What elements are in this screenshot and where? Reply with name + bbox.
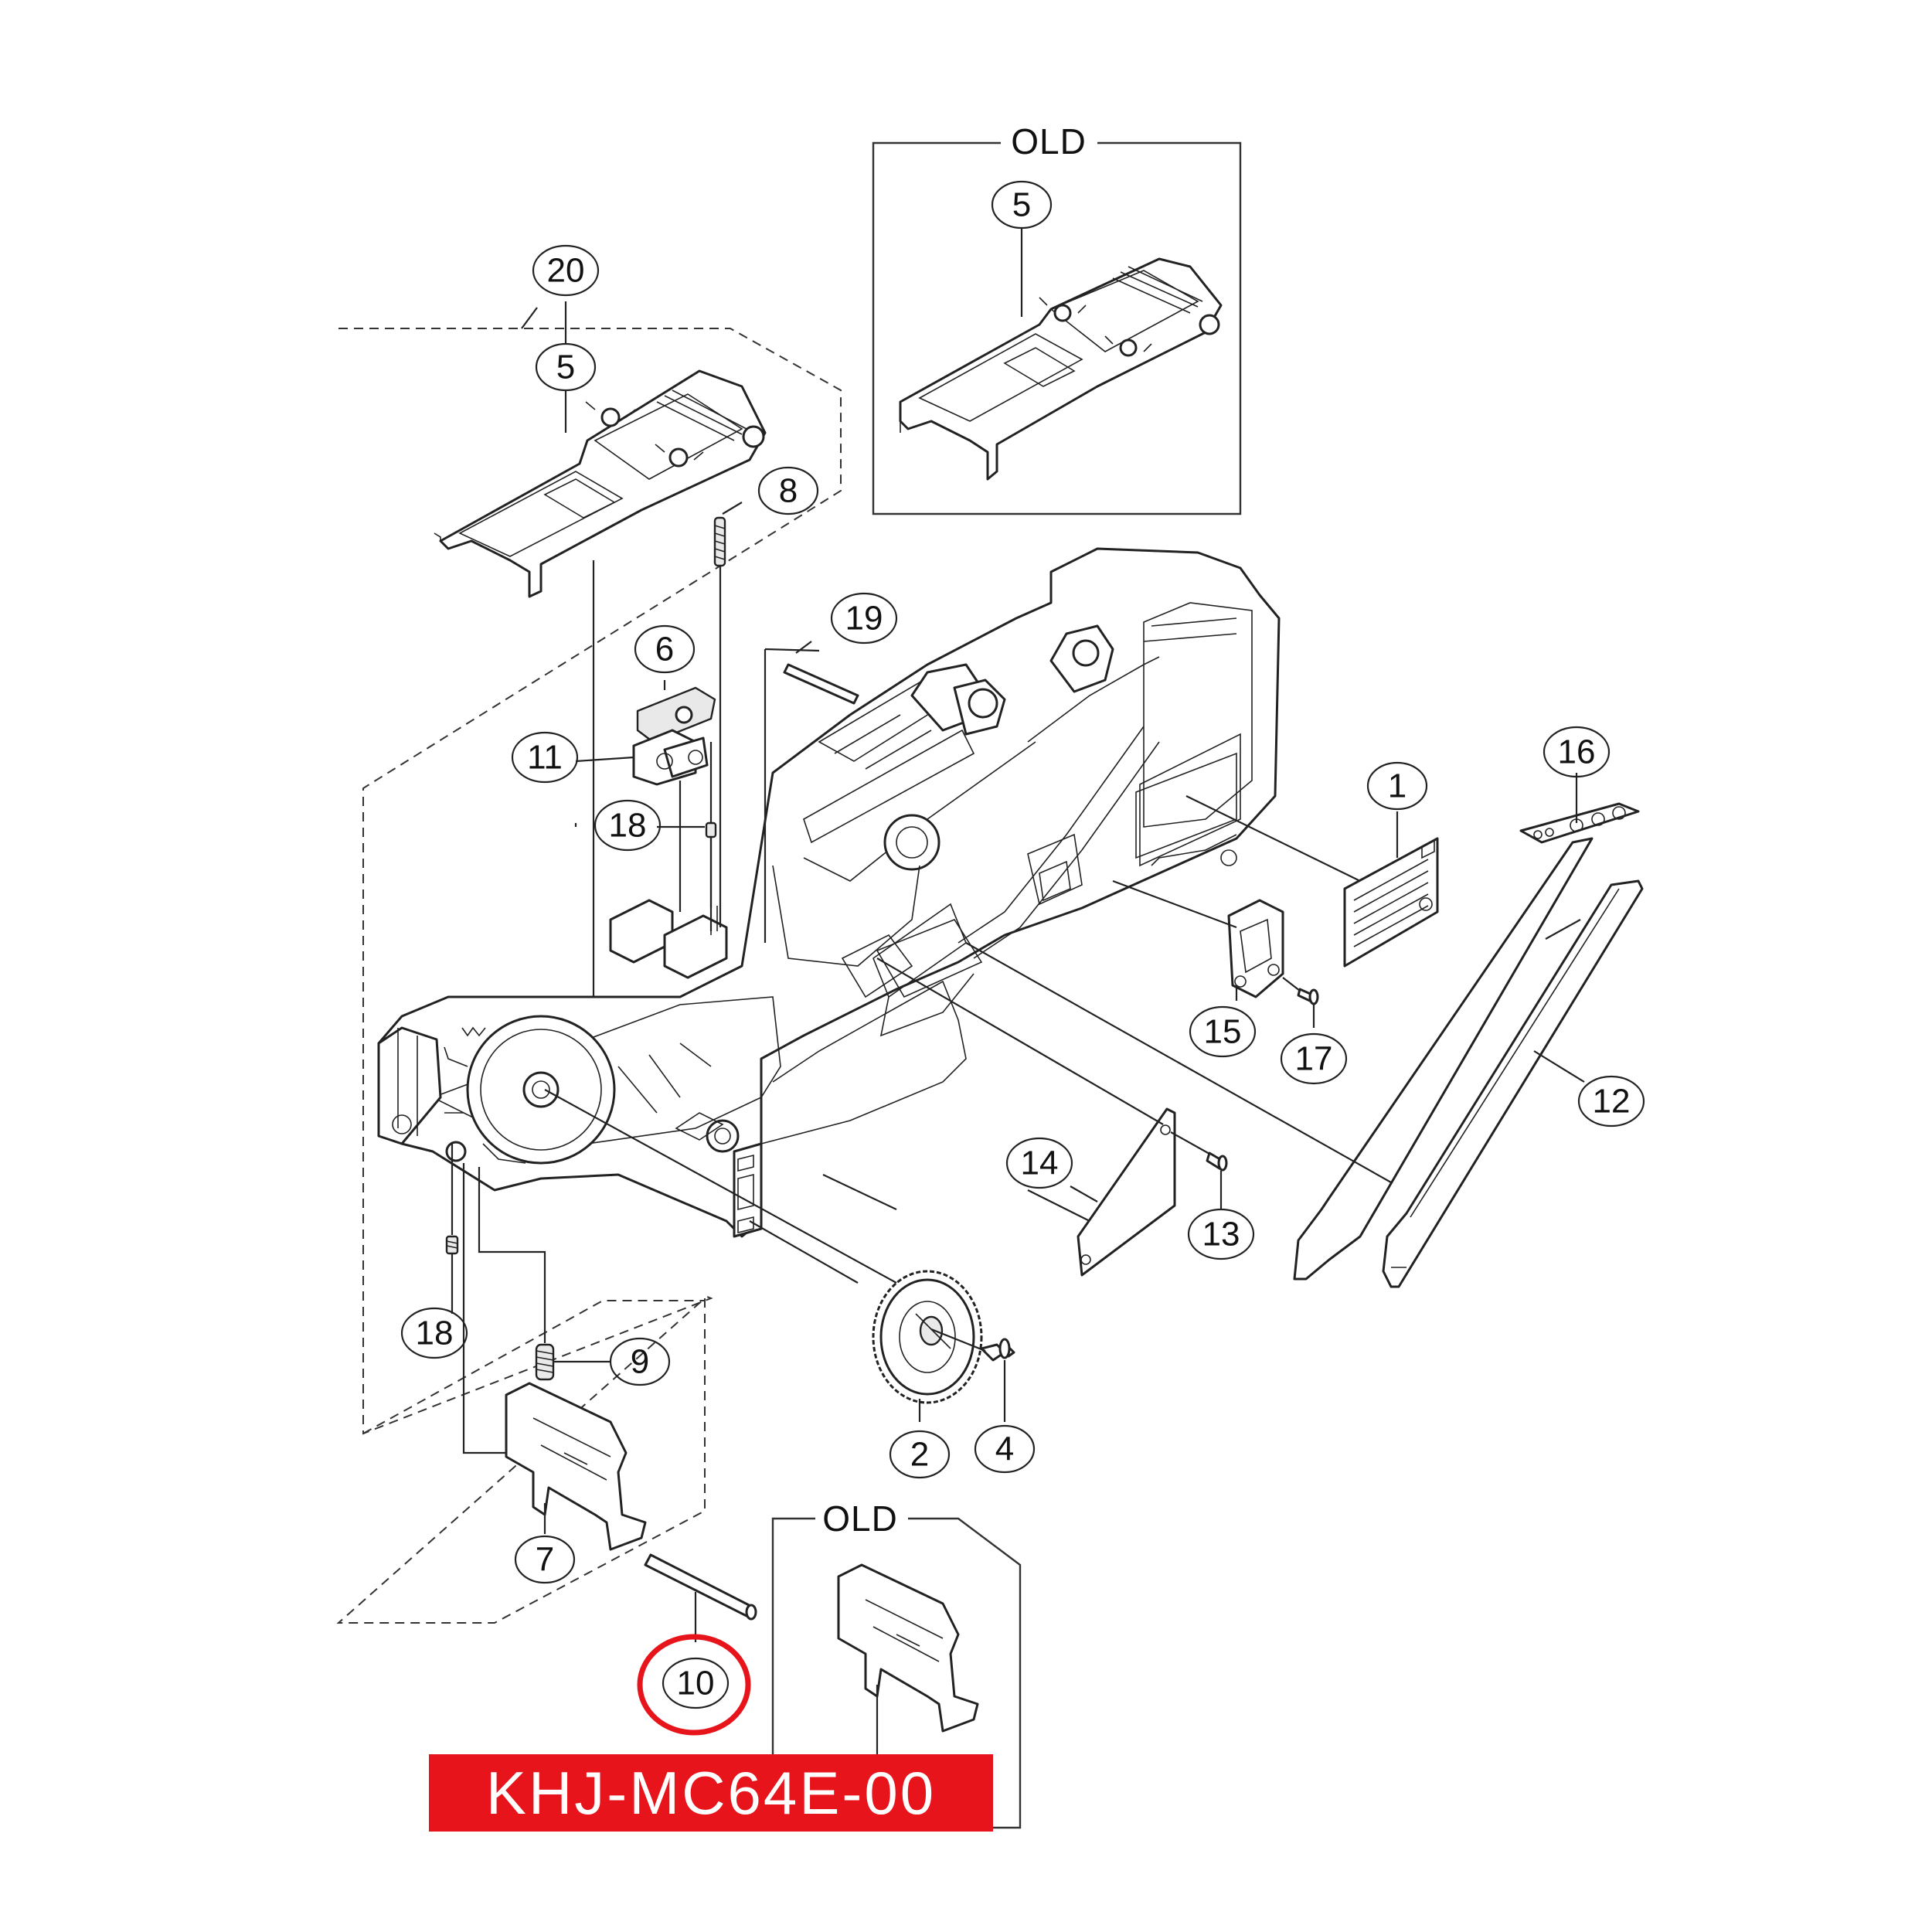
svg-text:8: 8 [779,472,798,510]
svg-text:13: 13 [1202,1216,1240,1253]
svg-text:14: 14 [1021,1145,1059,1182]
spring-9 [535,1343,555,1381]
part-code-text: KHJ-MC64E-00 [486,1759,936,1827]
callouts: 20 5 5 8 19 6 11 18 18 9 7 10 2 4 14 13 … [400,180,1645,1709]
spring-pin-8 [713,516,726,567]
callout-18-upper: 18 [594,799,662,852]
highlight-callout-10 [637,1634,751,1736]
svg-text:9: 9 [631,1343,649,1381]
old-bracket-drawing [837,1563,979,1733]
callout-19: 19 [830,592,898,645]
callout-8: 8 [757,466,819,515]
callout-5-assembly: 5 [535,342,597,392]
set-screw-18-upper [705,821,717,838]
svg-text:18: 18 [609,807,647,845]
callout-20: 20 [532,244,600,297]
old-label-bottom: OLD [822,1498,898,1539]
callout-11: 11 [511,731,579,784]
callout-14: 14 [1005,1137,1073,1189]
callout-1: 1 [1366,761,1428,811]
old-label-top: OLD [1011,121,1087,162]
holder-strip-16 [1519,802,1640,844]
svg-text:5: 5 [556,349,575,386]
svg-text:20: 20 [547,252,585,290]
svg-text:19: 19 [845,600,883,638]
old-tape-guide-drawing [899,257,1223,481]
callout-15: 15 [1189,1005,1257,1058]
set-screw-18-lower [445,1235,459,1255]
svg-text:17: 17 [1295,1040,1333,1078]
svg-text:10: 10 [677,1665,715,1702]
callout-4: 4 [974,1424,1036,1474]
callout-2: 2 [889,1430,951,1479]
svg-text:6: 6 [655,631,674,668]
screw-4 [980,1338,1015,1362]
svg-text:11: 11 [527,739,563,777]
svg-text:5: 5 [1012,186,1031,224]
screw-13 [1206,1151,1228,1172]
cover-plate-14 [1077,1107,1176,1277]
bracket-15 [1227,899,1284,998]
leader-lines [521,307,1581,1363]
svg-text:4: 4 [995,1430,1014,1468]
tape-guide-drawing [434,369,767,598]
svg-text:7: 7 [536,1541,554,1579]
svg-text:2: 2 [910,1436,929,1474]
callout-5-old: 5 [991,180,1053,230]
callout-12: 12 [1577,1075,1645,1128]
old-box-top: OLD [872,121,1242,515]
callout-16: 16 [1543,726,1611,778]
svg-text:1: 1 [1388,767,1406,805]
part-code-banner: KHJ-MC64E-00 [429,1754,993,1832]
callout-7: 7 [514,1535,576,1584]
callout-13: 13 [1187,1208,1255,1260]
shaft-pin-19 [783,663,859,705]
holder-part-11 [632,729,709,786]
feeder-body-drawing [377,547,1281,1238]
svg-text:18: 18 [416,1315,454,1352]
callout-17: 17 [1280,1032,1348,1085]
callout-10: 10 [662,1657,730,1709]
old-box-bottom: OLD [771,1498,1022,1829]
pin-10 [644,1553,757,1621]
svg-text:12: 12 [1593,1083,1631,1121]
sprocket-2 [872,1270,983,1404]
assembly-outline-20 [336,328,842,1624]
svg-text:15: 15 [1204,1013,1242,1051]
part-code-background [429,1754,993,1832]
highlight-circle [637,1634,751,1736]
callout-6: 6 [634,624,696,674]
side-cover-12 [1293,837,1644,1288]
callout-18-lower: 18 [400,1307,468,1359]
lever-part-6 [636,686,716,743]
bracket-7 [505,1382,647,1551]
nameplate-label-1 [1343,837,1439,968]
callout-9: 9 [609,1337,671,1386]
svg-text:16: 16 [1558,733,1596,771]
screw-17 [1297,988,1319,1005]
